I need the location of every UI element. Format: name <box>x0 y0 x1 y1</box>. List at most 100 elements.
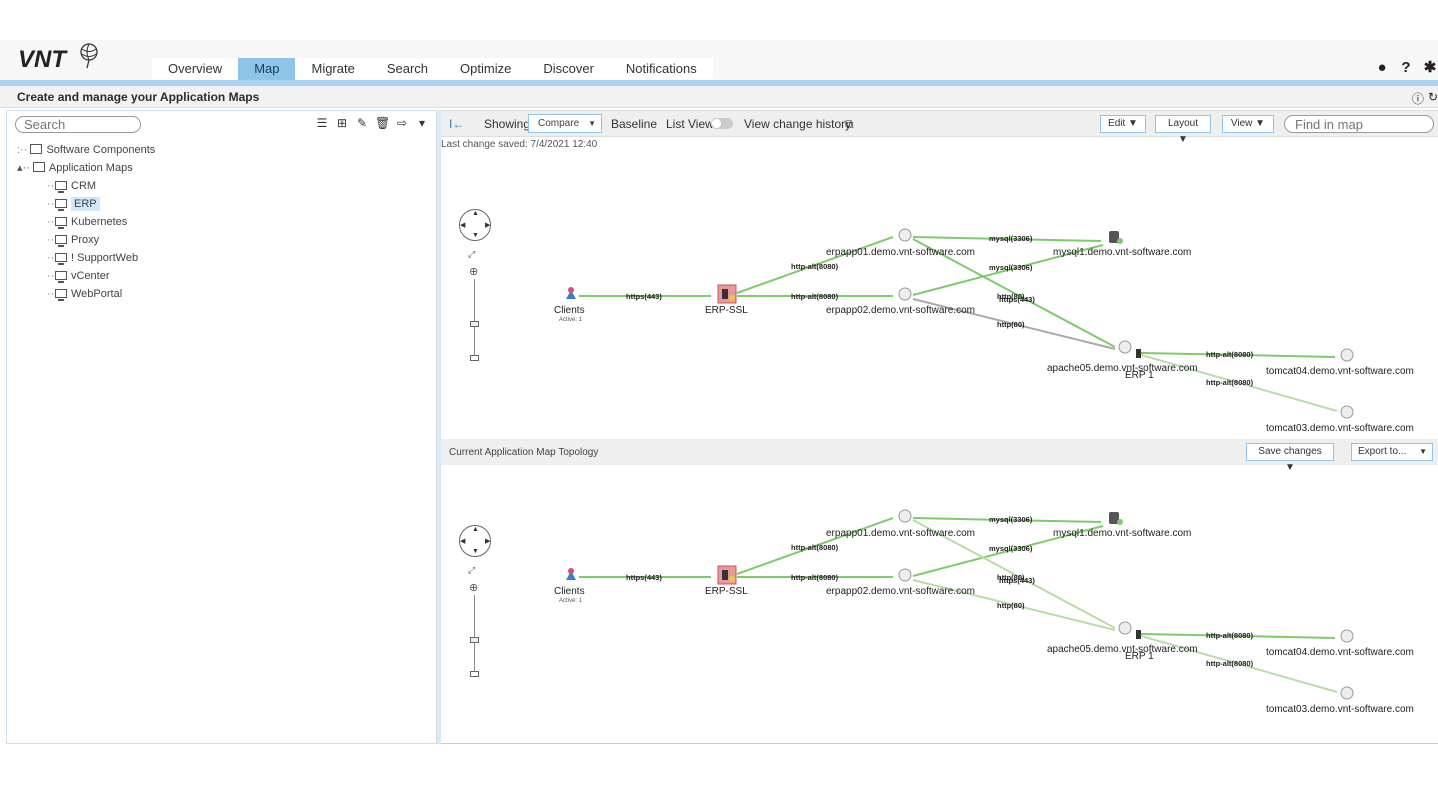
zoom-in-icon[interactable]: ⊕ <box>469 266 479 278</box>
tab-discover[interactable]: Discover <box>527 58 610 80</box>
history-icon[interactable]: ⧉ <box>845 117 854 131</box>
erp-ssl-node[interactable]: ERP-SSL <box>705 284 748 316</box>
list-icon[interactable]: ☰ <box>316 116 328 130</box>
panel-splitter[interactable] <box>437 110 441 744</box>
pan-right-icon[interactable]: ▶ <box>485 538 491 545</box>
tab-map[interactable]: Map <box>238 58 296 80</box>
tomcat04-node[interactable]: tomcat04.demo.vnt-software.com <box>1266 348 1414 377</box>
view-change-history-link[interactable]: View change history <box>744 117 852 131</box>
pan-left-icon[interactable]: ◀ <box>460 538 466 545</box>
pan-down-icon[interactable]: ▼ <box>472 232 479 239</box>
erpapp01-node[interactable]: erpapp01.demo.vnt-software.com <box>826 228 975 258</box>
erpapp02-node[interactable]: erpapp02.demo.vnt-software.com <box>826 568 975 597</box>
tree-item-proxy[interactable]: ··Proxy <box>47 234 100 247</box>
clients-node[interactable]: Clients Active: 1 <box>554 568 585 604</box>
edge-erpapp02-apache05 <box>912 579 1116 631</box>
tomcat04-node[interactable]: tomcat04.demo.vnt-software.com <box>1266 629 1414 658</box>
help-icon[interactable]: ? <box>1401 59 1411 76</box>
tab-search[interactable]: Search <box>370 58 445 80</box>
save-changes-button[interactable]: Save changes ▼ <box>1246 443 1334 473</box>
collapse-left-icon[interactable]: I← <box>449 117 465 131</box>
clients-active-label: Active: 1 <box>559 598 583 604</box>
edit-icon[interactable]: ✎ <box>356 116 368 130</box>
refresh-icon[interactable]: ↻ <box>1427 90 1438 104</box>
tab-notifications[interactable]: Notifications <box>609 58 713 80</box>
fit-to-screen-icon[interactable]: ⤢ <box>468 565 476 575</box>
app-server-icon <box>1340 348 1354 362</box>
layout-button[interactable]: Layout ▼ <box>1155 115 1211 145</box>
erp-ssl-label: ERP-SSL <box>705 305 748 316</box>
topology-title: Current Application Map Topology <box>449 447 599 458</box>
clients-icon <box>566 571 576 580</box>
pan-left-icon[interactable]: ◀ <box>460 222 466 229</box>
pan-control[interactable] <box>459 525 491 557</box>
monitor-icon <box>55 235 67 247</box>
zoom-out-icon[interactable] <box>470 355 479 361</box>
erpapp01-node[interactable]: erpapp01.demo.vnt-software.com <box>826 509 975 539</box>
tab-migrate[interactable]: Migrate <box>295 58 371 80</box>
monitor-icon <box>55 217 67 229</box>
view-button[interactable]: View ▼ <box>1222 115 1274 133</box>
pan-down-icon[interactable]: ▼ <box>472 548 479 555</box>
zoom-thumb[interactable] <box>470 637 479 643</box>
app-server-icon <box>898 287 912 301</box>
compare-map-graph: https(443) http-alt(8080) http-alt(8080)… <box>554 228 1414 434</box>
settings-icon[interactable]: ✱ <box>1423 59 1437 76</box>
tree-item-erp[interactable]: ··ERP <box>17 195 155 213</box>
delete-icon[interactable]: 🗑 <box>375 116 391 130</box>
user-icon[interactable]: ● <box>1377 59 1387 76</box>
expand-icon[interactable]: ▴·· <box>17 162 30 174</box>
tab-overview[interactable]: Overview <box>152 58 239 80</box>
add-icon[interactable]: ⊞ <box>336 116 348 130</box>
zoom-out-icon[interactable] <box>470 671 479 677</box>
edge-label-mysql-1: mysql(3306) <box>989 234 1033 243</box>
tree-item-supportweb[interactable]: ··! SupportWeb <box>47 252 139 265</box>
erpapp02-node[interactable]: erpapp02.demo.vnt-software.com <box>826 287 975 316</box>
pan-control[interactable] <box>459 209 491 241</box>
apache05-node[interactable]: apache05.demo.vnt-software.com ERP 1 <box>1047 621 1198 662</box>
showing-select[interactable]: Compare ▼ <box>528 114 602 133</box>
tree-item-vcenter[interactable]: ··vCenter <box>47 270 110 283</box>
zoom-track[interactable] <box>474 279 475 361</box>
export-button[interactable]: Export to... ▼ <box>1351 443 1433 461</box>
edge-label-mysql-2: mysql(3306) <box>989 263 1033 272</box>
export-icon[interactable]: ⇨ <box>396 116 408 130</box>
edge-label-http-alt-2: http-alt(8080) <box>791 292 839 301</box>
edge-apache05-tomcat03 <box>1140 635 1338 693</box>
tree-branch-icon: :·· <box>17 144 28 156</box>
current-map-canvas[interactable]: ▲ ◀ ▶ ▼ ⤢ ⊕ <box>441 465 1438 745</box>
pan-up-icon[interactable]: ▲ <box>472 526 479 533</box>
zoom-thumb[interactable] <box>470 321 479 327</box>
edit-button[interactable]: Edit ▼ <box>1100 115 1146 133</box>
clients-node[interactable]: Clients Active: 1 <box>554 287 585 323</box>
baseline-link[interactable]: Baseline <box>611 117 658 131</box>
zoom-in-icon[interactable]: ⊕ <box>469 582 479 594</box>
fit-to-screen-icon[interactable]: ⤢ <box>468 249 476 259</box>
tree-item-crm[interactable]: ··CRM <box>47 180 97 193</box>
pan-up-icon[interactable]: ▲ <box>472 210 479 217</box>
tab-optimize[interactable]: Optimize <box>444 58 528 80</box>
list-view-toggle[interactable] <box>711 118 733 129</box>
info-icon[interactable]: ⓘ <box>1411 92 1424 106</box>
pan-right-icon[interactable]: ▶ <box>485 222 491 229</box>
tomcat03-node[interactable]: tomcat03.demo.vnt-software.com <box>1266 686 1414 715</box>
tomcat03-node[interactable]: tomcat03.demo.vnt-software.com <box>1266 405 1414 434</box>
tree-item-kubernetes[interactable]: ··Kubernetes <box>47 216 128 229</box>
tree-item-application-maps[interactable]: ▴·· Application Maps <box>17 162 133 174</box>
find-in-map-input[interactable] <box>1284 115 1434 133</box>
clients-active-label: Active: 1 <box>559 317 583 323</box>
mysql1-node[interactable]: mysql1.demo.vnt-software.com <box>1053 231 1191 258</box>
search-input[interactable] <box>15 116 141 133</box>
zoom-track[interactable] <box>474 595 475 677</box>
erp-ssl-node[interactable]: ERP-SSL <box>705 565 748 597</box>
apache05-node[interactable]: apache05.demo.vnt-software.com ERP 1 <box>1047 340 1198 381</box>
compare-map-canvas[interactable]: ▲ ◀ ▶ ▼ ⤢ ⊕ <box>441 149 1438 449</box>
tree-tools: ☰ ⊞ ✎ 🗑 ⇨ ▾ <box>315 116 429 130</box>
app-logo[interactable]: VNT <box>18 46 66 73</box>
clients-icon <box>566 290 576 299</box>
tree-item-webportal[interactable]: ··WebPortal <box>47 288 123 301</box>
dropdown-icon[interactable]: ▾ <box>418 116 426 130</box>
tree-item-software-components[interactable]: :·· Software Components <box>17 144 156 156</box>
mysql1-node[interactable]: mysql1.demo.vnt-software.com <box>1053 512 1191 539</box>
edge-label-http80-1: http(80) <box>997 292 1025 301</box>
